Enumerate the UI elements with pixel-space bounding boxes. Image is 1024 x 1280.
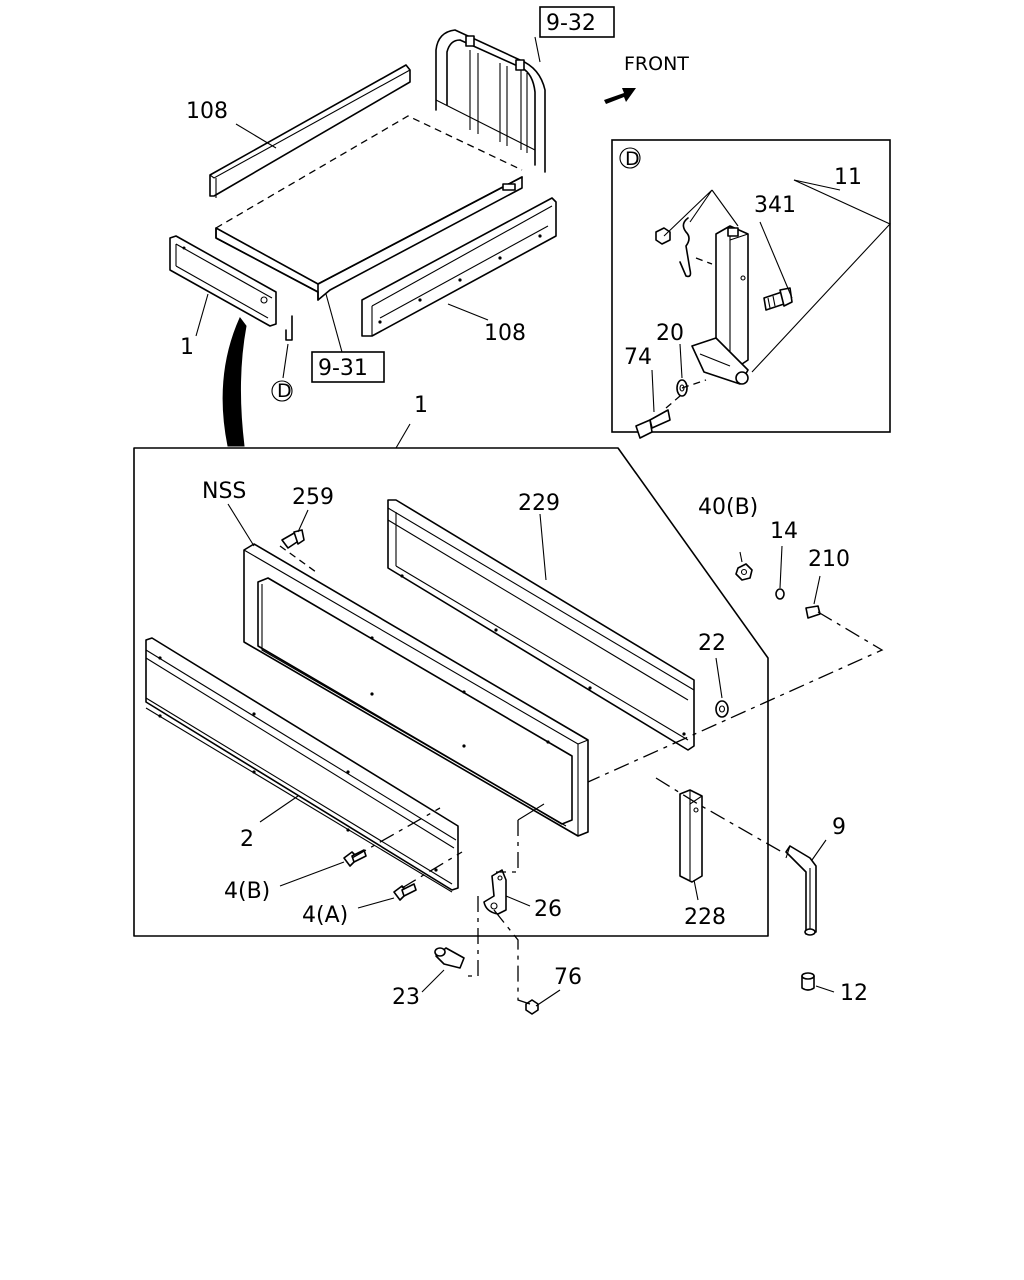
tailgate-small: [169, 235, 277, 327]
front-label: FRONT: [624, 53, 689, 75]
label-108-bottom: 108: [484, 321, 526, 346]
bolt-23: [434, 947, 465, 969]
label-1-top: 1: [180, 335, 194, 360]
label-nss: NSS: [202, 479, 246, 504]
bolt-210: [805, 605, 821, 619]
pin-bracket: [691, 337, 749, 385]
label-4a: 4(A): [302, 903, 348, 928]
label-1-group: 1: [414, 393, 428, 418]
ref-box-9-31: [311, 351, 385, 383]
label-108-top: 108: [186, 99, 228, 124]
headboard-frame: [435, 29, 546, 173]
spring-clip: [679, 217, 692, 278]
label-76: 76: [554, 965, 582, 990]
label-40b: 40(B): [698, 495, 758, 520]
nut-40b: [735, 563, 753, 581]
label-341: 341: [754, 193, 796, 218]
label-229: 229: [518, 491, 560, 516]
detail-d-letter-ref: D: [277, 380, 292, 402]
label-9: 9: [832, 815, 846, 840]
ref-label-9-32: 9-32: [546, 11, 596, 36]
nut-76: [525, 999, 539, 1015]
bracket-26: [483, 869, 507, 915]
washer-14: [775, 588, 785, 600]
detail-d-ref-circle: [271, 380, 293, 402]
label-11: 11: [834, 165, 862, 190]
curved-arrow: [222, 317, 247, 447]
detail-d-letter: D: [625, 148, 640, 170]
label-2: 2: [240, 827, 254, 852]
panel-229: [387, 499, 695, 751]
assembly-frame: [133, 447, 769, 937]
side-panel-108-bottom: [361, 197, 557, 337]
label-23: 23: [392, 985, 420, 1010]
body-floor: [215, 115, 523, 301]
side-panel-108-top: [209, 64, 411, 198]
label-26: 26: [534, 897, 562, 922]
bolt-259: [281, 529, 305, 549]
bolt-4a: [393, 883, 417, 901]
cap-12: [801, 972, 815, 991]
hinge-pin-d: [285, 315, 293, 341]
label-74: 74: [624, 345, 652, 370]
label-14: 14: [770, 519, 798, 544]
front-arrow-icon: [604, 88, 636, 104]
nut-detail: [655, 227, 671, 245]
detail-d-circle: [619, 147, 641, 169]
label-259: 259: [292, 485, 334, 510]
panel-2: [145, 637, 459, 893]
label-4b: 4(B): [224, 879, 270, 904]
label-210: 210: [808, 547, 850, 572]
bolt-74: [635, 409, 671, 439]
label-20: 20: [656, 321, 684, 346]
post-228: [679, 789, 703, 883]
label-228: 228: [684, 905, 726, 930]
bolt-341: [763, 287, 793, 311]
ref-box-9-32: [539, 6, 615, 38]
label-22: 22: [698, 631, 726, 656]
bolt-4b: [343, 849, 367, 867]
handle-9: [785, 845, 817, 936]
detail-d-box: [611, 139, 891, 433]
collar-22: [715, 700, 729, 718]
label-12: 12: [840, 981, 868, 1006]
ref-label-9-31: 9-31: [318, 356, 368, 381]
nss-frame: [243, 543, 589, 837]
